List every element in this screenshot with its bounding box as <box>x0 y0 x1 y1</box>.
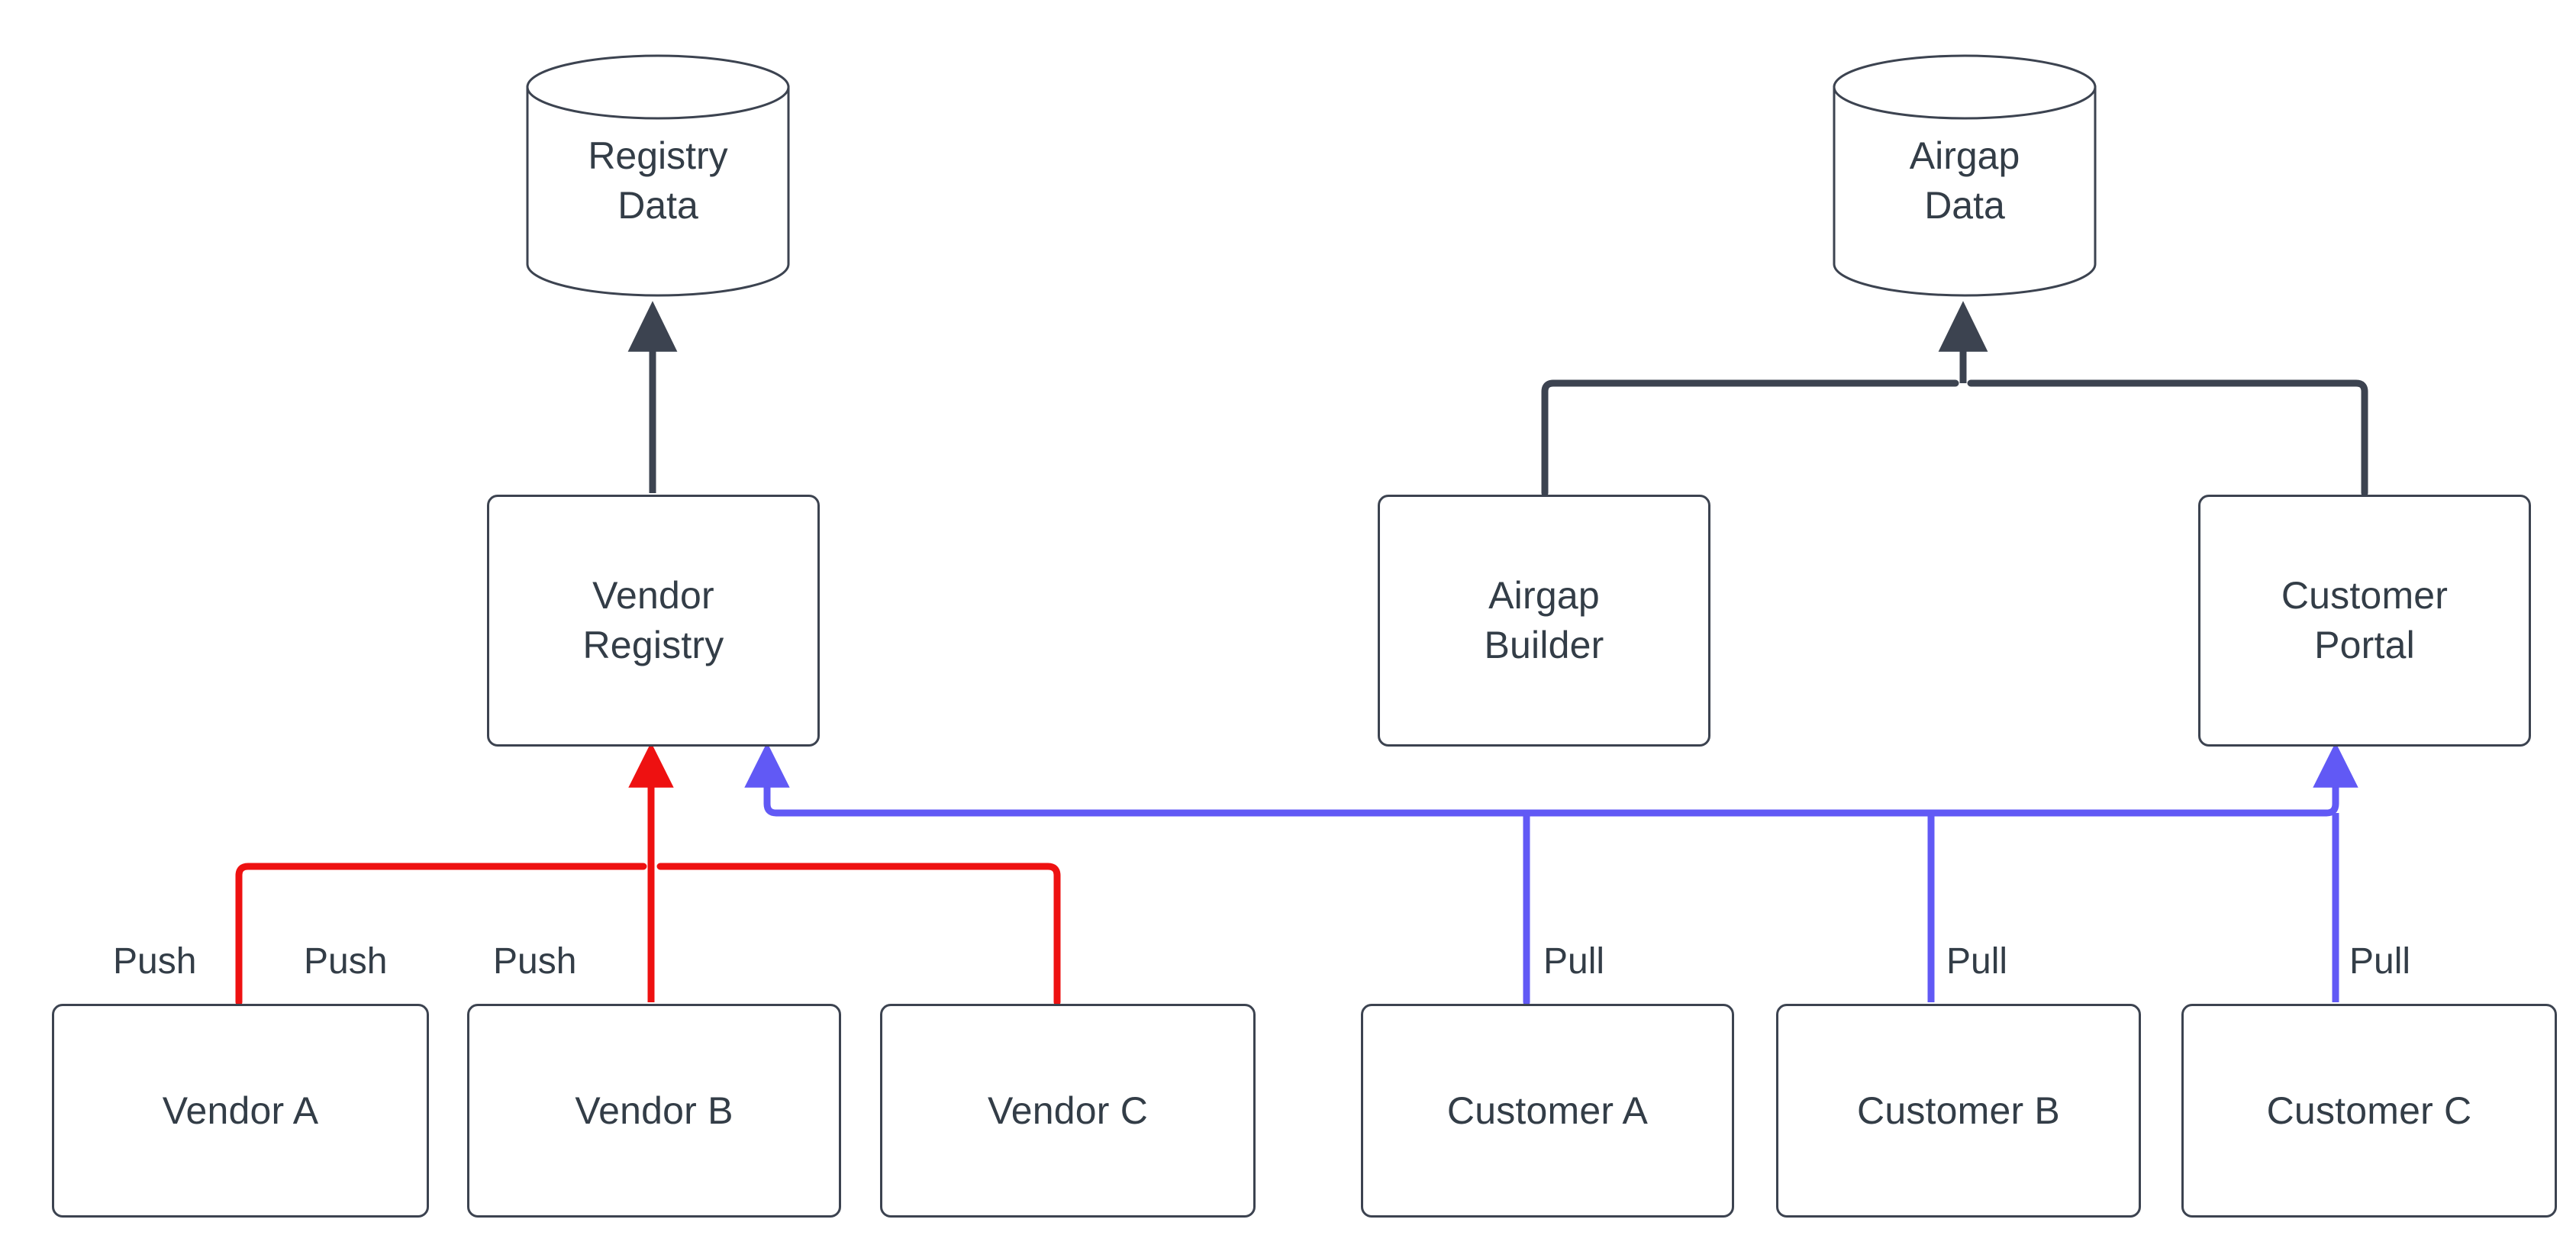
cylinder-shape <box>526 54 790 297</box>
registry-data-label-line1: Registry <box>588 134 728 177</box>
edge-vendor-a-push <box>235 863 647 1006</box>
airgap-data-label-line1: Airgap <box>1909 134 2020 177</box>
edge-customer-portal-to-airgap-data <box>1967 379 2368 497</box>
vendor-registry-label-line1: Vendor <box>592 574 714 617</box>
customer-portal-label-line2: Portal <box>2314 624 2415 666</box>
customer-portal-label-line1: Customer <box>2281 574 2449 617</box>
vendor-c-node[interactable]: Vendor C <box>880 1004 1256 1218</box>
edge-pull-bus <box>744 742 1530 1006</box>
cylinder-shape <box>1833 54 2097 297</box>
vendor-a-node[interactable]: Vendor A <box>52 1004 429 1218</box>
airgap-data-store[interactable]: Airgap Data <box>1832 53 2097 298</box>
customer-portal-node[interactable]: Customer Portal <box>2198 495 2531 747</box>
vendor-registry-node[interactable]: Vendor Registry <box>487 495 820 747</box>
vendor-registry-label-line2: Registry <box>582 624 724 666</box>
customer-a-node[interactable]: Customer A <box>1361 1004 1734 1218</box>
vendor-b-node[interactable]: Vendor B <box>467 1004 841 1218</box>
customer-c-node[interactable]: Customer C <box>2181 1004 2557 1218</box>
edge-airgap-builder-to-airgap-data <box>1541 379 1959 497</box>
registry-data-label-line2: Data <box>617 184 698 227</box>
edge-pull-bus-right <box>1523 742 2358 817</box>
customer-b-label: Customer B <box>1857 1089 2060 1132</box>
vendor-a-label: Vendor A <box>162 1089 319 1132</box>
vendor-b-label: Vendor B <box>575 1089 733 1132</box>
customer-c-label: Customer C <box>2266 1089 2472 1132</box>
customer-b-node[interactable]: Customer B <box>1776 1004 2141 1218</box>
airgap-data-label-line2: Data <box>1924 184 2005 227</box>
edge-label-customer-c-pull: Pull <box>2349 941 2411 982</box>
edge-label-vendor-b-push: Push <box>304 941 388 982</box>
airgap-builder-node[interactable]: Airgap Builder <box>1378 495 1710 747</box>
customer-a-label: Customer A <box>1446 1089 1649 1132</box>
registry-data-store[interactable]: Registry Data <box>525 53 791 298</box>
edge-label-customer-a-pull: Pull <box>1543 941 1605 982</box>
vendor-c-label: Vendor C <box>987 1089 1149 1132</box>
airgap-builder-label-line1: Airgap <box>1488 574 1600 617</box>
edge-label-vendor-c-push: Push <box>493 941 577 982</box>
airgap-builder-label-line2: Builder <box>1484 624 1604 666</box>
edge-label-customer-b-pull: Pull <box>1946 941 2008 982</box>
edge-vendor-c-push <box>656 863 1061 1006</box>
edge-label-vendor-a-push: Push <box>113 941 197 982</box>
